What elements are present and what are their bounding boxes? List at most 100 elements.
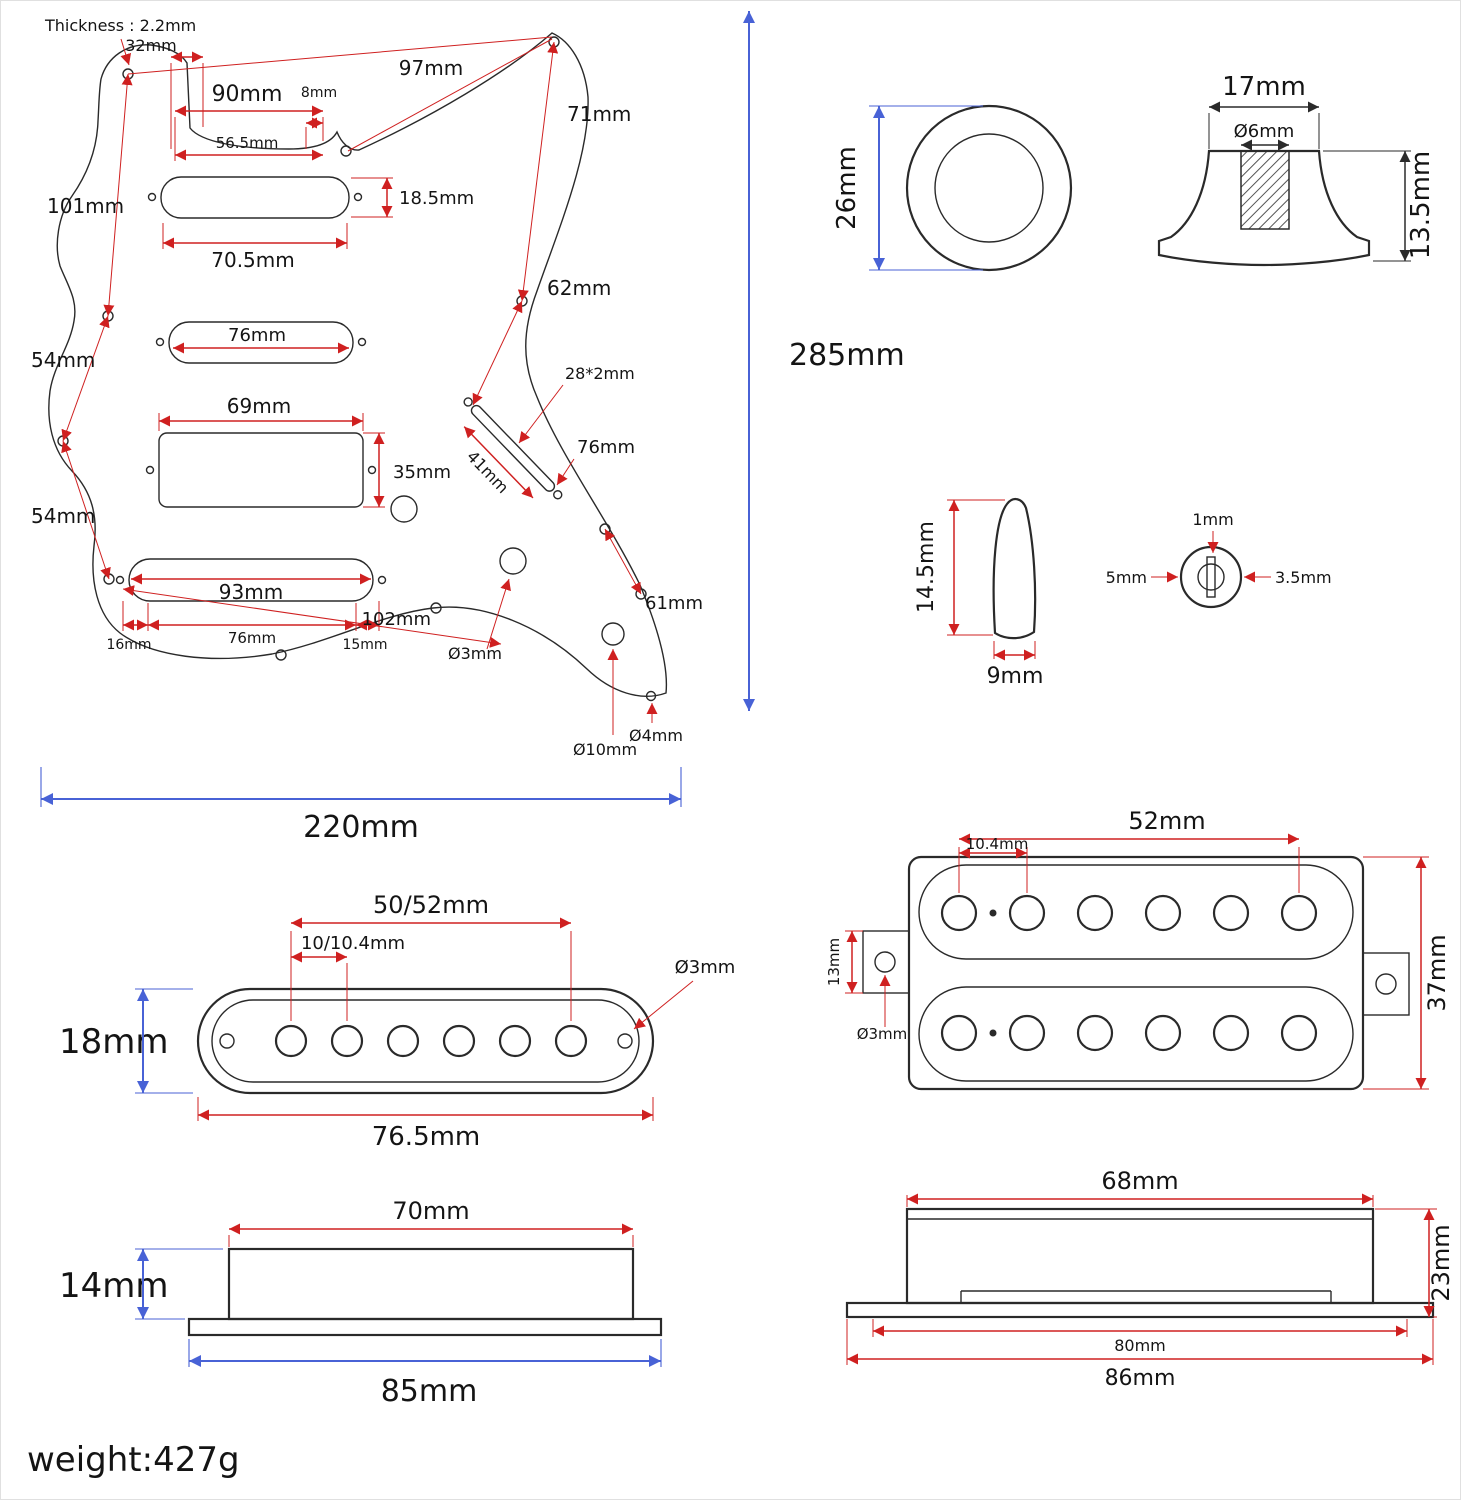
hb-tab-left-hole	[874, 951, 896, 973]
dim-18-5mm: 18.5mm	[399, 188, 474, 209]
neck-pickup-cutout	[160, 176, 350, 219]
sc-mount-hole	[617, 1033, 633, 1049]
dim-hb-dia3mm: Ø3mm	[857, 1025, 908, 1043]
dim-13-5mm: 13.5mm	[1406, 151, 1436, 260]
dim-dia4mm: Ø4mm	[629, 726, 683, 745]
pot-hole	[499, 547, 527, 575]
pot-hole-10mm	[601, 622, 625, 646]
dim-10-10-4mm: 10/10.4mm	[301, 933, 405, 954]
sc-outer	[196, 987, 655, 1095]
dim-5mm: 5mm	[1106, 568, 1147, 587]
dim-70mm: 70mm	[392, 1197, 469, 1225]
dim-62mm: 62mm	[547, 276, 611, 300]
sc-inner	[211, 999, 640, 1083]
dim-76mm-right: 76mm	[577, 437, 635, 458]
pickguard-outline	[48, 32, 668, 697]
hb-dot-bottom	[989, 1029, 997, 1037]
dim-32mm: 32mm	[125, 36, 177, 55]
middle-pickup-cutout	[168, 321, 354, 364]
hb-tab-right	[1362, 952, 1410, 1016]
dim-1mm: 1mm	[1192, 510, 1233, 529]
dim-18mm: 18mm	[59, 1022, 169, 1062]
humbucker-cutout	[158, 432, 364, 508]
dim-16mm: 16mm	[106, 637, 151, 653]
dim-97mm: 97mm	[399, 56, 463, 80]
ferrule-view: 1mm 5mm 3.5mm	[1106, 510, 1332, 609]
dim-69mm: 69mm	[227, 394, 291, 418]
ferrule-slot	[1206, 556, 1216, 598]
dim-102mm: 102mm	[362, 609, 431, 630]
pickguard-drawing: 41mm Thickness : 2.2mm 32mm 90mm 8mm 56.…	[31, 10, 905, 845]
switch-tip-shape	[992, 498, 1037, 640]
dim-54mm-lower: 54mm	[31, 504, 95, 528]
dim-285mm: 285mm	[789, 338, 905, 373]
sc-side-base	[187, 1317, 663, 1337]
dim-35mm: 35mm	[393, 462, 451, 483]
sc-side-body	[227, 1247, 635, 1321]
switch-tip-view: 14.5mm 9mm	[914, 498, 1044, 689]
dim-9mm: 9mm	[987, 664, 1044, 689]
pot-hole	[390, 495, 418, 523]
ferrule-outer	[1179, 545, 1243, 609]
dim-28x2mm: 28*2mm	[565, 364, 635, 383]
dim-85mm: 85mm	[381, 1374, 478, 1409]
dim-8mm: 8mm	[301, 85, 337, 101]
dim-76mm-bridge: 76mm	[228, 629, 276, 647]
knob-shaft-hatched	[1240, 150, 1290, 230]
humbucker-ear-hole	[367, 465, 377, 475]
hb-bobbin-top	[918, 864, 1354, 960]
dim-26mm: 26mm	[832, 146, 862, 230]
dim-3-5mm: 3.5mm	[1275, 568, 1332, 587]
hb-side-body	[905, 1207, 1375, 1305]
dim-54mm-upper: 54mm	[31, 348, 95, 372]
sc-mount-hole	[219, 1033, 235, 1049]
sc-pole-pieces	[274, 1024, 588, 1058]
knob-side-view: 17mm Ø6mm 13.5mm	[1157, 72, 1436, 267]
hb-bobbin-bottom	[918, 986, 1354, 1082]
hb-tab-left	[862, 930, 910, 994]
hb-pole-row-top	[940, 894, 1318, 932]
dim-68mm: 68mm	[1101, 1167, 1178, 1195]
dim-dia10mm: Ø10mm	[573, 740, 637, 759]
bridge-ear-hole	[377, 575, 387, 585]
bridge-ear-hole	[115, 575, 125, 585]
dim-17mm: 17mm	[1222, 72, 1306, 102]
humbucker-top-view: 52mm 10.4mm 37mm 13mm Ø3mm	[825, 807, 1451, 1091]
dim-61mm: 61mm	[645, 593, 703, 614]
neck-cutout-ear-hole	[353, 192, 363, 202]
humbucker-side-view: 68mm 23mm 80mm 86mm	[845, 1167, 1455, 1391]
knob-inner-circle	[934, 133, 1044, 243]
dim-56-5mm: 56.5mm	[216, 134, 279, 152]
dim-76mm-middle: 76mm	[228, 325, 286, 346]
dim-dia3mm: Ø3mm	[448, 644, 502, 663]
dim-52mm: 52mm	[1128, 807, 1205, 835]
hb-dot-top	[989, 909, 997, 917]
hb-pole-row-bottom	[940, 1014, 1318, 1052]
neck-cutout-ear-hole	[147, 192, 157, 202]
dim-10-4mm: 10.4mm	[966, 835, 1029, 853]
dim-15mm: 15mm	[342, 637, 387, 653]
dim-50-52mm: 50/52mm	[373, 891, 489, 919]
ferrule-inner	[1197, 563, 1225, 591]
dim-sc-dia3mm: Ø3mm	[675, 957, 736, 978]
dim-14-5mm: 14.5mm	[914, 521, 939, 613]
hb-tab-right-hole	[1375, 973, 1397, 995]
dim-71mm: 71mm	[567, 102, 631, 126]
thickness-label: Thickness : 2.2mm	[44, 16, 196, 35]
dim-101mm: 101mm	[47, 194, 124, 218]
knob-top-view: 26mm	[832, 104, 1073, 272]
humbucker-ear-hole	[145, 465, 155, 475]
hb-body	[907, 855, 1365, 1091]
dim-86mm: 86mm	[1105, 1366, 1176, 1391]
middle-cutout-ear-hole	[357, 337, 367, 347]
dim-23mm: 23mm	[1427, 1224, 1455, 1301]
knob-outer-circle	[905, 104, 1073, 272]
dim-41mm: 41mm	[463, 447, 512, 497]
hole-4mm	[645, 690, 657, 702]
single-coil-side-view: 70mm 14mm 85mm	[59, 1197, 663, 1409]
dim-14mm: 14mm	[59, 1266, 169, 1306]
dim-70-5mm: 70.5mm	[211, 248, 295, 272]
pickguard-dimensions: Thickness : 2.2mm 32mm 90mm 8mm 56.5mm 9…	[31, 10, 905, 845]
dim-90mm: 90mm	[212, 82, 283, 107]
